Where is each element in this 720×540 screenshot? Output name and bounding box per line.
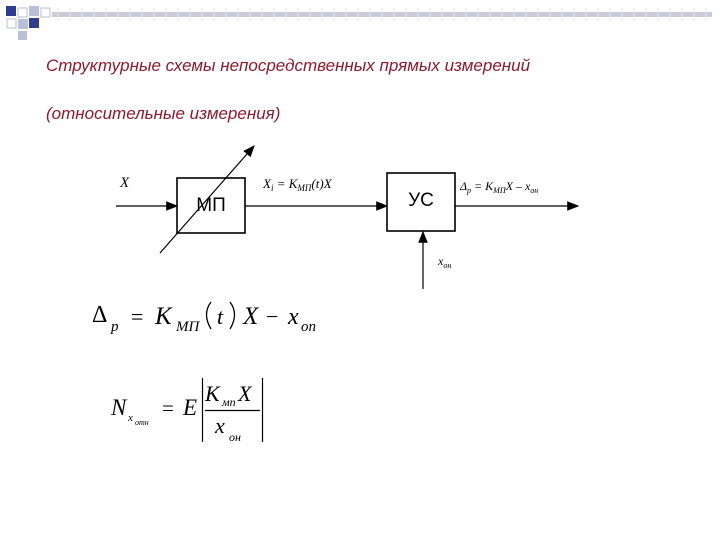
us-block xyxy=(386,172,456,232)
formula-n: N x отн = E K мп X x он xyxy=(110,378,264,444)
mp-output-label: Xi = KМП(t)X xyxy=(262,176,333,193)
us-block-label: УС xyxy=(408,190,434,211)
header-ticks xyxy=(57,8,707,21)
slide-title: Структурные схемы непосредственных прямы… xyxy=(46,56,531,75)
corner-square-light xyxy=(18,19,28,29)
corner-square-light xyxy=(29,6,39,16)
svg-text:E: E xyxy=(182,395,197,420)
svg-text:−: − xyxy=(266,304,278,329)
svg-text:N: N xyxy=(110,395,128,420)
svg-text:=: = xyxy=(162,396,174,420)
input-label: X xyxy=(119,175,130,191)
svg-text:x: x xyxy=(127,412,133,424)
corner-square-outline xyxy=(17,7,28,18)
svg-text:=: = xyxy=(131,304,143,329)
paren-left xyxy=(205,301,212,330)
reference-label: xон xyxy=(437,254,451,270)
svg-text:Δ: Δ xyxy=(92,302,107,328)
slide-subtitle: (относительные измерения) xyxy=(46,104,281,123)
svg-text:X: X xyxy=(237,381,253,406)
corner-square-outline xyxy=(40,7,51,18)
mp-block-label: МП xyxy=(196,195,225,216)
svg-text:p: p xyxy=(110,319,119,335)
adjustment-arrow xyxy=(159,145,255,254)
formula-delta: Δ p = K МП t X − x on xyxy=(92,301,316,335)
mp-block xyxy=(176,177,246,234)
svg-text:on: on xyxy=(301,319,316,335)
paren-right xyxy=(229,301,236,330)
corner-square-light xyxy=(18,31,27,40)
svg-text:K: K xyxy=(154,303,173,330)
svg-text:МП: МП xyxy=(175,319,200,335)
svg-text:отн: отн xyxy=(135,418,149,427)
svg-text:мп: мп xyxy=(221,395,236,409)
svg-text:он: он xyxy=(229,430,241,444)
svg-text:X: X xyxy=(242,303,260,330)
svg-text:K: K xyxy=(204,381,221,406)
corner-square-outline xyxy=(6,18,17,29)
corner-square-dark xyxy=(29,18,39,28)
corner-square-dark xyxy=(6,6,16,16)
svg-text:t: t xyxy=(217,304,224,329)
svg-text:x: x xyxy=(287,304,299,330)
svg-text:x: x xyxy=(214,413,225,438)
output-label: Δp = KМПX – xон xyxy=(459,179,538,195)
